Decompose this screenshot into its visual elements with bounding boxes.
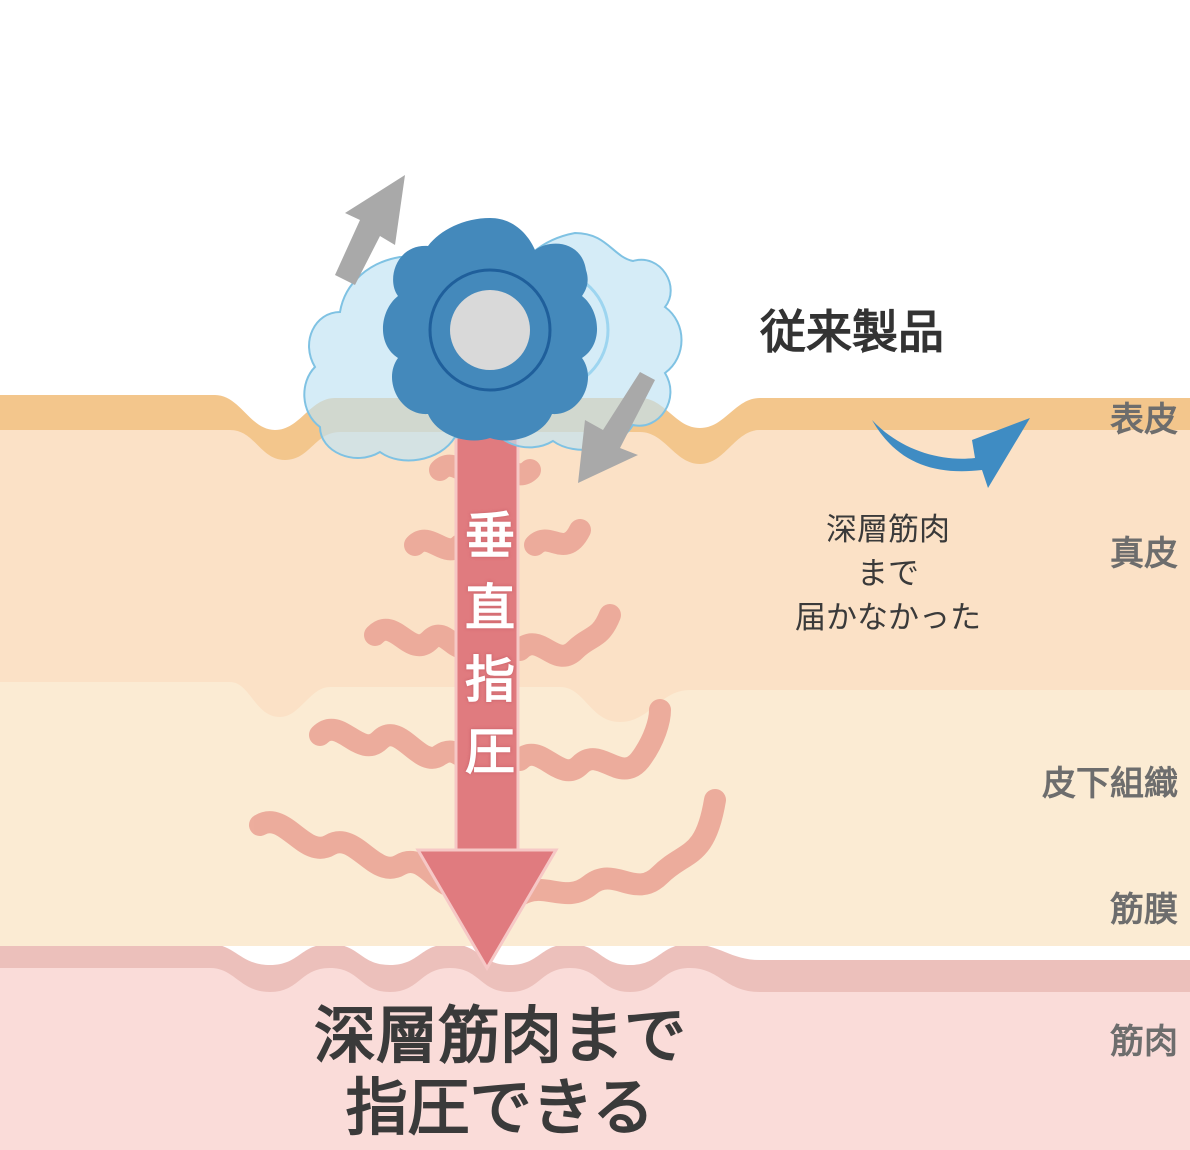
bottom-caption-line-2: 指圧できる [345,1071,655,1144]
rotation-arrow-body [872,418,1030,488]
wave-4 [309,699,671,782]
skin-layers [0,395,1190,1150]
massage-head-center [450,290,530,370]
layer-label-subcutis: 皮下組織 [1042,764,1178,804]
motion-arrows [335,175,655,483]
gray-arrow-down-icon [578,372,655,483]
vertical-char-2: 直 [465,579,515,637]
massage-head-icon [382,218,598,441]
layer-label-dermis: 真皮 [1110,534,1178,574]
rotation-arrow-icon [872,418,1030,488]
vertical-char-3: 指 [465,651,515,709]
layer-dermis [0,428,1190,722]
vertical-pressure-label: 垂 直 指 圧 [458,500,522,788]
layer-fascia [0,944,1190,992]
layer-label-epidermis: 表皮 [1110,400,1178,440]
bottom-caption: 深層筋肉まで 指圧できる [240,1000,760,1144]
layer-label-muscle: 筋肉 [1110,1022,1178,1062]
pressure-arrow-icon [415,428,559,971]
massage-head-ring [428,268,552,392]
layer-label-fascia: 筋膜 [1110,890,1178,930]
conventional-product-label: 従来製品 [760,305,944,359]
layer-muscle [0,948,1190,1150]
note-line-3: 届かなかった [795,600,981,636]
gray-arrow-up-icon [335,175,405,285]
note-line-1: 深層筋肉 [826,512,950,548]
vertical-char-4: 圧 [465,723,515,781]
note-line-2: まで [857,556,919,592]
bottom-caption-line-1: 深層筋肉まで [313,999,686,1072]
pressure-arrow-head [415,848,559,971]
did-not-reach-note: 深層筋肉 まで 届かなかった [768,508,1008,640]
layer-subcutis [0,680,1190,946]
vertical-char-1: 垂 [465,507,515,565]
